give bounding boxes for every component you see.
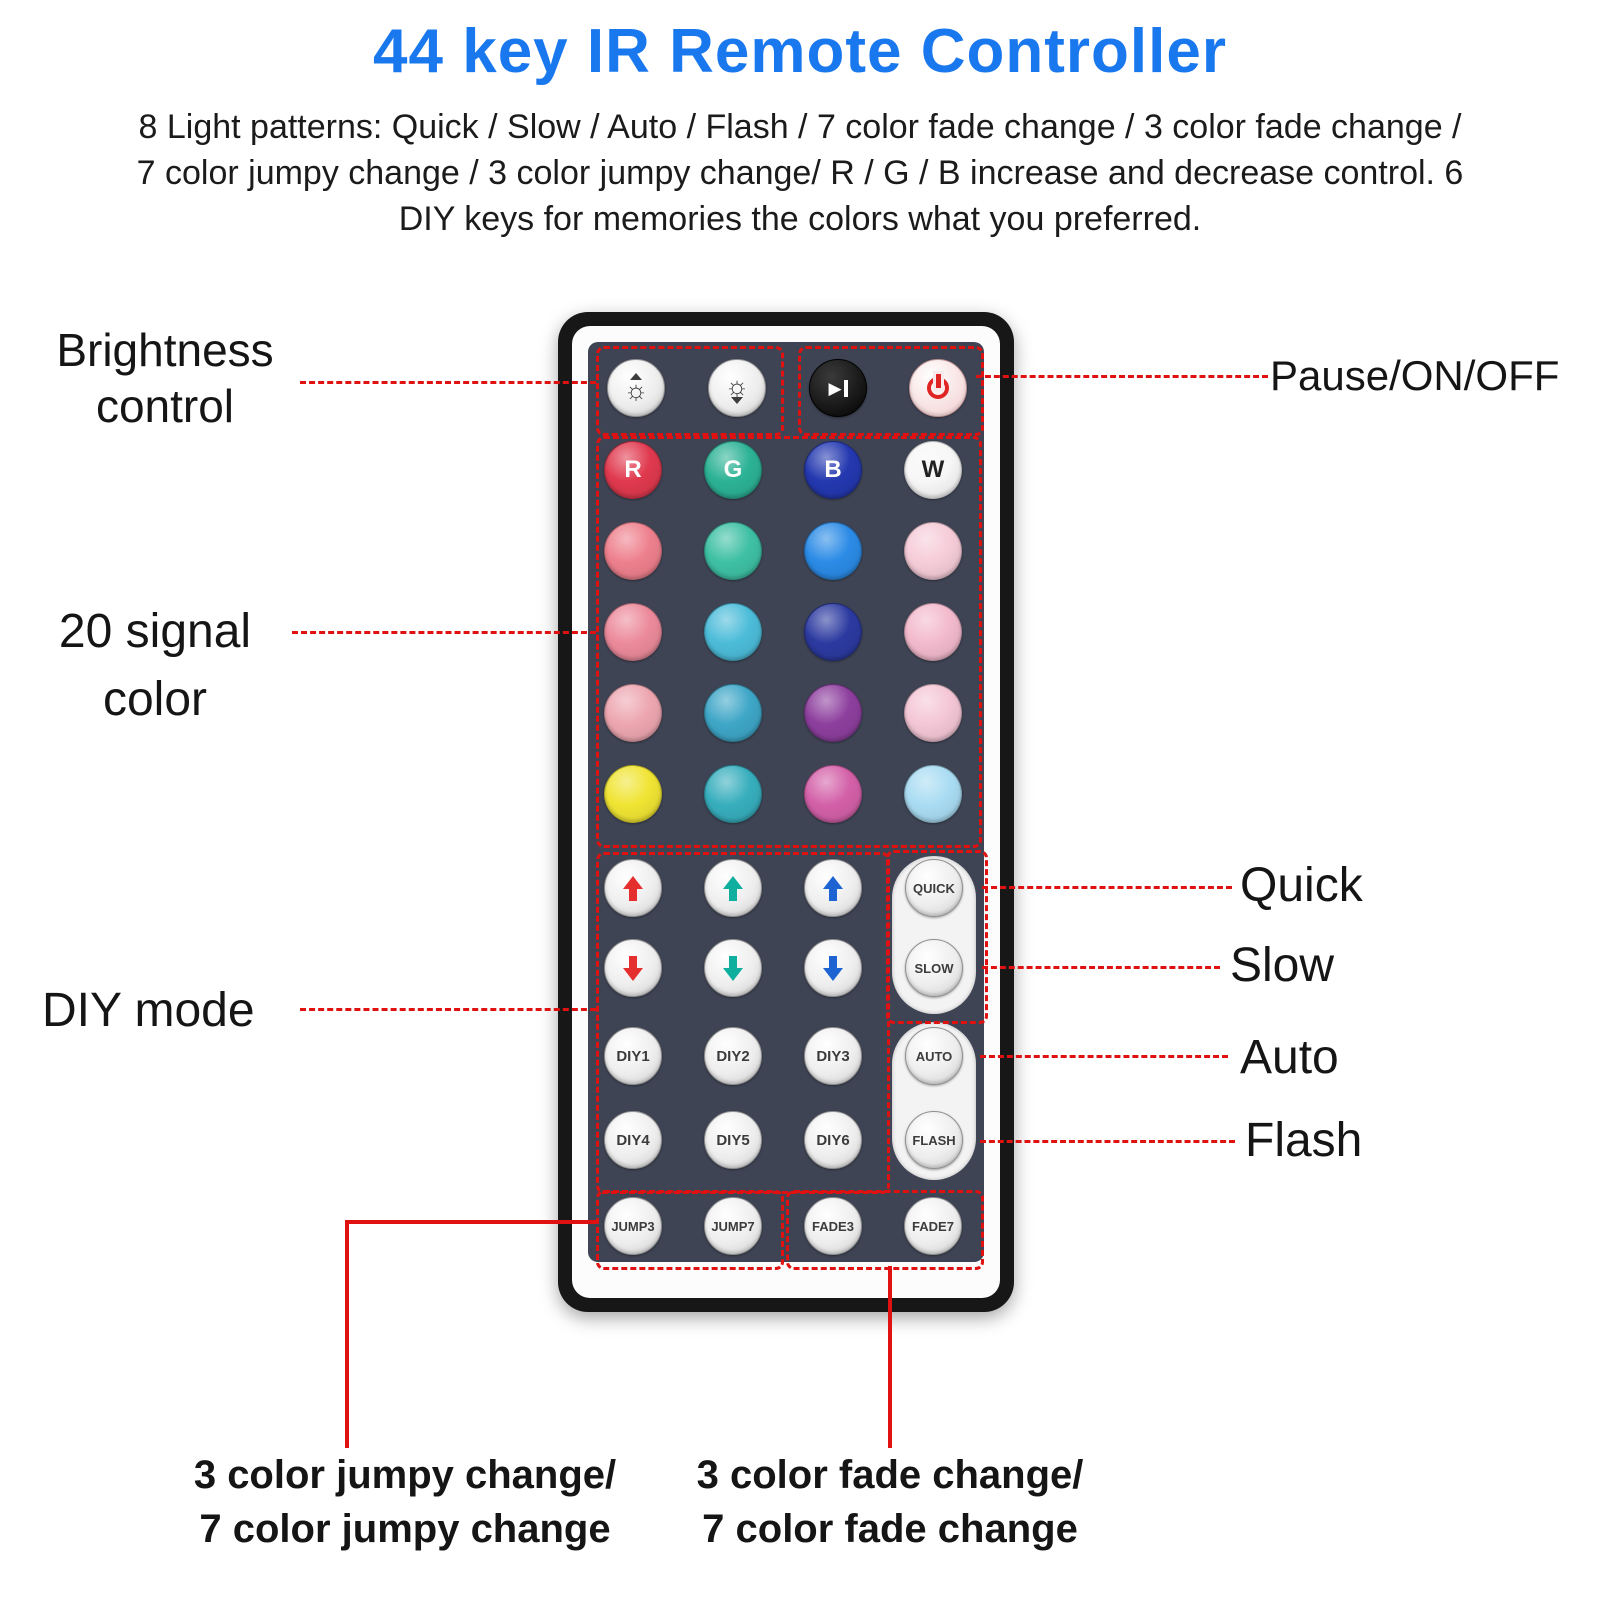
connector-jumpy-line-horizontal bbox=[345, 1220, 596, 1224]
color-letter: G bbox=[723, 456, 743, 483]
signal-color-label: 20 signal color bbox=[58, 605, 252, 726]
play-pause-icon: ▶ bbox=[828, 379, 848, 397]
brightness-down-button[interactable]: ☼ bbox=[708, 359, 766, 417]
color-button[interactable] bbox=[904, 522, 962, 580]
color-button-red[interactable]: R bbox=[604, 441, 662, 499]
brightness-down-icon: ☼ bbox=[725, 372, 749, 404]
play-pause-button[interactable]: ▶ bbox=[809, 359, 867, 417]
color-button[interactable] bbox=[604, 522, 662, 580]
color-button[interactable] bbox=[604, 684, 662, 742]
connector-slow-line bbox=[982, 966, 1220, 969]
page-title: 44 key IR Remote Controller bbox=[373, 17, 1227, 86]
brightness-group-outline bbox=[596, 346, 784, 436]
power-group-outline bbox=[798, 346, 984, 436]
color-button[interactable] bbox=[904, 684, 962, 742]
fade-change-label: 3 color fade change/ 7 color fade change bbox=[696, 1453, 1084, 1551]
description-line: 8 Light patterns: Quick / Slow / Auto / … bbox=[138, 108, 1462, 146]
description: 8 Light patterns: Quick / Slow / Auto / … bbox=[0, 104, 1600, 242]
blue-up-button[interactable] bbox=[804, 859, 862, 917]
color-button[interactable] bbox=[904, 765, 962, 823]
up-arrow-icon bbox=[823, 875, 843, 901]
pause-label: Pause/ON/OFF bbox=[1270, 352, 1560, 399]
slow-button[interactable]: SLOW bbox=[905, 939, 963, 997]
auto-label: Auto bbox=[1240, 1031, 1339, 1084]
green-up-button[interactable] bbox=[704, 859, 762, 917]
color-button-white[interactable]: W bbox=[904, 441, 962, 499]
brightness-up-icon: ☼ bbox=[623, 372, 649, 405]
red-up-button[interactable] bbox=[604, 859, 662, 917]
auto-button[interactable]: AUTO bbox=[905, 1027, 963, 1085]
color-grid-outline bbox=[596, 436, 982, 848]
color-button[interactable] bbox=[704, 522, 762, 580]
power-icon bbox=[924, 374, 952, 402]
color-button[interactable] bbox=[604, 603, 662, 661]
connector-auto-line bbox=[980, 1055, 1228, 1058]
jump3-button[interactable]: JUMP3 bbox=[604, 1197, 662, 1255]
fade3-button[interactable]: FADE3 bbox=[804, 1197, 862, 1255]
color-letter: B bbox=[824, 456, 842, 483]
color-button[interactable] bbox=[904, 603, 962, 661]
up-arrow-icon bbox=[723, 875, 743, 901]
color-button[interactable] bbox=[804, 684, 862, 742]
connector-pause-line bbox=[976, 375, 1268, 378]
flash-label: Flash bbox=[1245, 1114, 1363, 1167]
red-down-button[interactable] bbox=[604, 939, 662, 997]
diy1-button[interactable]: DIY1 bbox=[604, 1027, 662, 1085]
connector-quick-line bbox=[982, 886, 1232, 889]
up-arrow-icon bbox=[623, 875, 643, 901]
quick-slow-outline bbox=[886, 850, 988, 1024]
diy2-button[interactable]: DIY2 bbox=[704, 1027, 762, 1085]
diy3-button[interactable]: DIY3 bbox=[804, 1027, 862, 1085]
color-button[interactable] bbox=[804, 522, 862, 580]
color-button[interactable] bbox=[704, 684, 762, 742]
color-button[interactable] bbox=[704, 765, 762, 823]
color-button[interactable] bbox=[804, 765, 862, 823]
flash-button[interactable]: FLASH bbox=[905, 1111, 963, 1169]
down-arrow-icon bbox=[623, 955, 643, 981]
connector-diy-line bbox=[300, 1008, 596, 1011]
blue-down-button[interactable] bbox=[804, 939, 862, 997]
color-button[interactable] bbox=[604, 765, 662, 823]
jump7-button[interactable]: JUMP7 bbox=[704, 1197, 762, 1255]
description-line: DIY keys for memories the colors what yo… bbox=[398, 200, 1202, 238]
color-letter: W bbox=[921, 456, 945, 483]
jumpy-change-label: 3 color jumpy change/ 7 color jumpy chan… bbox=[193, 1453, 617, 1551]
diy4-button[interactable]: DIY4 bbox=[604, 1111, 662, 1169]
down-arrow-icon bbox=[723, 955, 743, 981]
connector-jumpy-line-vertical bbox=[345, 1220, 349, 1448]
quick-button[interactable]: QUICK bbox=[905, 859, 963, 917]
fade7-button[interactable]: FADE7 bbox=[904, 1197, 962, 1255]
diy5-button[interactable]: DIY5 bbox=[704, 1111, 762, 1169]
color-button[interactable] bbox=[704, 603, 762, 661]
power-button[interactable] bbox=[909, 359, 967, 417]
diy6-button[interactable]: DIY6 bbox=[804, 1111, 862, 1169]
connector-brightness-line bbox=[300, 381, 596, 384]
connector-signal-line bbox=[292, 631, 596, 634]
diy-mode-label: DIY mode bbox=[42, 984, 255, 1037]
brightness-up-button[interactable]: ☼ bbox=[607, 359, 665, 417]
down-arrow-icon bbox=[823, 955, 843, 981]
color-button-blue[interactable]: B bbox=[804, 441, 862, 499]
color-button[interactable] bbox=[804, 603, 862, 661]
description-line: 7 color jumpy change / 3 color jumpy cha… bbox=[136, 154, 1464, 192]
quick-label: Quick bbox=[1240, 859, 1363, 912]
color-button-green[interactable]: G bbox=[704, 441, 762, 499]
slow-label: Slow bbox=[1230, 939, 1335, 992]
connector-fade-line-vertical bbox=[888, 1266, 892, 1448]
fade-group-outline bbox=[786, 1190, 984, 1270]
connector-flash-line bbox=[980, 1140, 1235, 1143]
color-letter: R bbox=[624, 456, 642, 483]
jump-group-outline bbox=[596, 1190, 784, 1270]
brightness-label: Brightness control bbox=[56, 324, 274, 432]
green-down-button[interactable] bbox=[704, 939, 762, 997]
